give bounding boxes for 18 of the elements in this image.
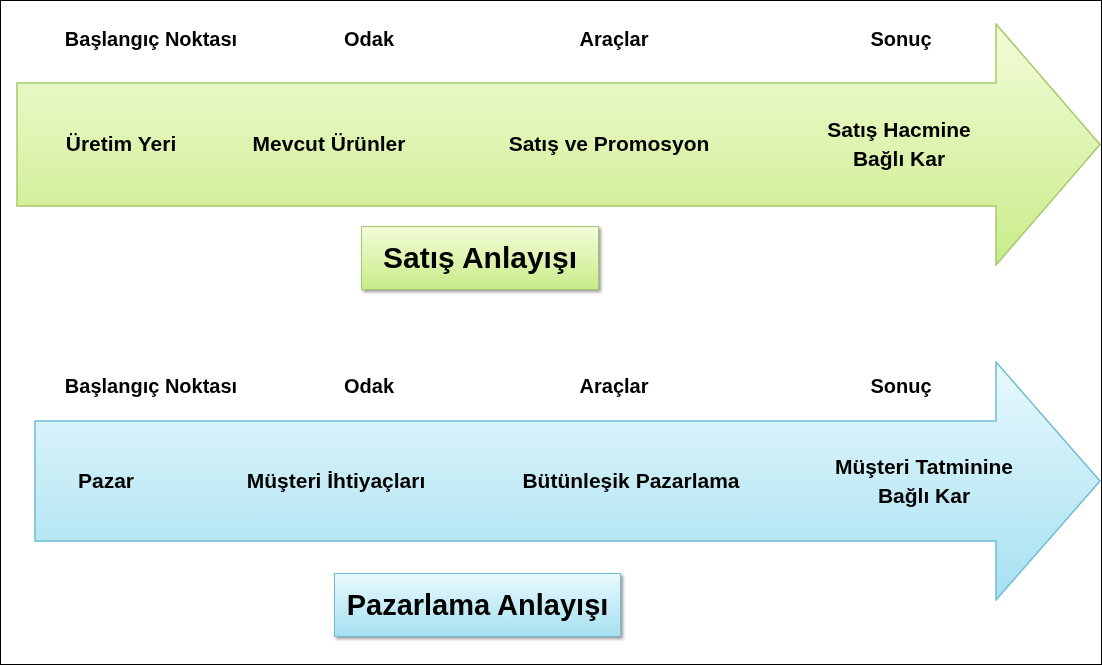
column-header: Araçlar bbox=[579, 27, 649, 52]
concept-title-panel: Pazarlama Anlayışı bbox=[334, 573, 621, 637]
column-header: Sonuç bbox=[870, 374, 932, 399]
column-header: Odak bbox=[344, 27, 394, 52]
column-header: Araçlar bbox=[579, 374, 649, 399]
column-header: Odak bbox=[344, 374, 394, 399]
column-header: Sonuç bbox=[870, 27, 932, 52]
column-header: Başlangıç Noktası bbox=[64, 374, 238, 399]
stage-text: Satış ve Promosyon bbox=[507, 131, 711, 158]
stage-text: Müşteri İhtiyaçları bbox=[245, 468, 427, 495]
concept-title-panel: Satış Anlayışı bbox=[361, 226, 599, 290]
stage-text: Üretim Yeri bbox=[64, 131, 178, 158]
column-header: Başlangıç Noktası bbox=[64, 27, 238, 52]
stage-text: Pazar bbox=[76, 468, 135, 495]
stage-text: Satış Hacmine Bağlı Kar bbox=[826, 116, 972, 172]
stage-text: Bütünleşik Pazarlama bbox=[521, 468, 741, 495]
stage-text: Müşteri Tatminine Bağlı Kar bbox=[833, 453, 1015, 509]
stage-text: Mevcut Ürünler bbox=[251, 131, 407, 158]
